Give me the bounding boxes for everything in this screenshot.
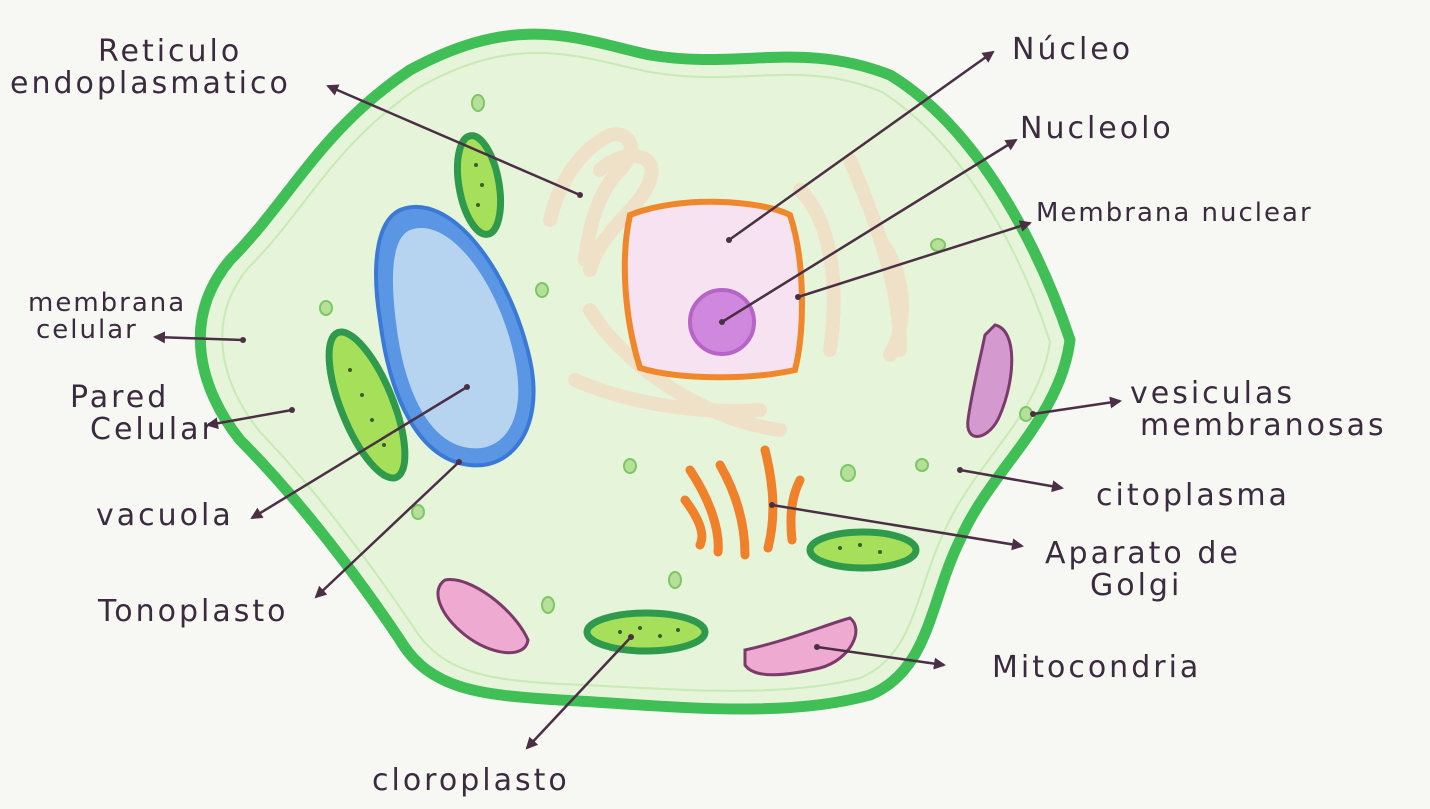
label-citoplasma: citoplasma [1096,480,1290,512]
label-nucleolo: Nucleolo [1020,113,1174,145]
label-mitocondria: Mitocondria [992,652,1201,684]
label-reticulo-endoplasmatico: Reticulo endoplasmatico [10,36,291,99]
label-aparato-de-golgi: Aparato de Golgi [1045,538,1241,601]
label-membrana-celular: membrana celular [28,290,186,345]
label-vesiculas-membranosas: vesiculas membranosas [1130,378,1387,441]
label-tonoplasto: Tonoplasto [98,596,288,628]
label-membrana-nuclear: Membrana nuclear [1036,200,1313,227]
label-vacuola: vacuola [96,500,234,532]
label-nucleo: Núcleo [1012,34,1133,66]
label-cloroplasto: cloroplasto [372,765,570,797]
label-pared-celular: Pared Celular [70,382,217,445]
